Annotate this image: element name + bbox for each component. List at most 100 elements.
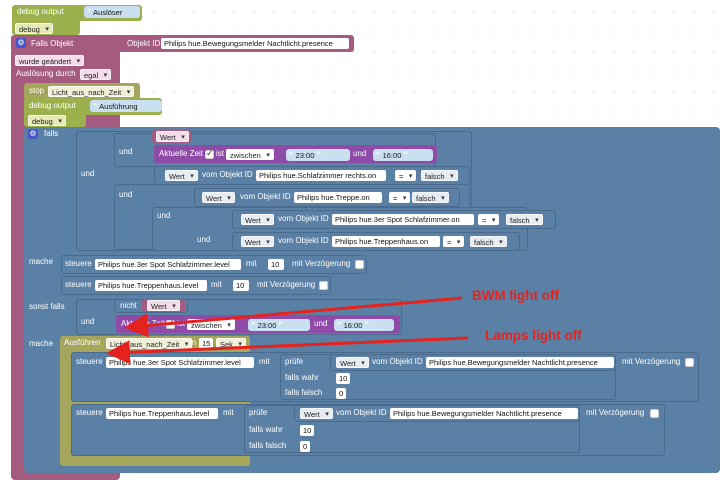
compare-false-dropdown-1[interactable]: falsch bbox=[421, 170, 458, 182]
check-true-label-2: falls wahr bbox=[249, 425, 283, 434]
control-label-2: steuere bbox=[65, 280, 92, 289]
trigger-label: Falls Objekt bbox=[31, 39, 74, 48]
trigger-condition-dropdown[interactable]: wurde geändert bbox=[15, 55, 85, 67]
check-false-label-2: falls falsch bbox=[249, 441, 287, 450]
time-to-string-2[interactable]: “ 16:00 ” bbox=[334, 319, 394, 331]
check-oid-field-1[interactable]: Philips hue.Bewegungsmelder Nachtlicht.p… bbox=[426, 357, 614, 368]
check-label-2: prüfe bbox=[249, 408, 268, 417]
run-after-label: Ausführen bbox=[64, 338, 101, 347]
state-oid-field-4[interactable]: Philips hue.Treppenhaus.on bbox=[332, 236, 440, 247]
control-delay-checkbox-3[interactable] bbox=[685, 358, 694, 367]
and-label-4: und bbox=[197, 235, 211, 244]
state-value-dropdown-2[interactable]: Wert bbox=[202, 192, 235, 204]
control-oid-field-1[interactable]: Philips hue.3er Spot Schlafzimmer.level bbox=[95, 259, 241, 270]
debug-level-dropdown[interactable]: debug bbox=[15, 23, 53, 35]
trigger-value-dropdown[interactable]: Wert bbox=[156, 131, 189, 143]
control-delay-checkbox-1[interactable] bbox=[355, 260, 364, 269]
do-label-2: mache bbox=[29, 339, 54, 348]
time-and-label-1: und bbox=[353, 149, 367, 158]
check-false-field-2[interactable]: 0 bbox=[300, 441, 310, 452]
annotation-bwm-light-off: BWM light off bbox=[472, 288, 559, 303]
check-oid-field-2[interactable]: Philips hue.Bewegungsmelder Nachtlicht.p… bbox=[390, 408, 578, 419]
control-value-field-2[interactable]: 10 bbox=[233, 280, 249, 291]
trigger-by-dropdown[interactable]: egal bbox=[80, 69, 112, 81]
else-if-label: sonst falls bbox=[29, 302, 65, 311]
run-after-in-label: in bbox=[190, 338, 197, 347]
debug-text-value: Auslöser bbox=[93, 8, 123, 17]
time-and-label-2: und bbox=[314, 319, 328, 328]
compare-false-dropdown-3[interactable]: falsch bbox=[506, 214, 543, 226]
if-label: falls bbox=[44, 129, 59, 138]
current-time-operator-dropdown-1[interactable]: zwischen bbox=[226, 149, 274, 161]
stop-timer-dropdown[interactable]: Licht_aus_nach_Zeit bbox=[48, 86, 135, 98]
control-oid-field-2[interactable]: Philips hue.Treppenhaus.level bbox=[95, 280, 207, 291]
control-with-label-3: mit bbox=[259, 357, 270, 366]
control-value-field-1[interactable]: 10 bbox=[268, 259, 284, 270]
state-oid-field-1[interactable]: Philips hue.Schlafzimmer rechts.on bbox=[256, 170, 386, 181]
and-label-3: und bbox=[157, 211, 171, 220]
annotation-lamps-light-off: Lamps light off bbox=[485, 328, 582, 343]
trigger-gear-icon[interactable]: ⚙ bbox=[16, 38, 26, 48]
check-value-dropdown-2[interactable]: Wert bbox=[300, 408, 333, 420]
compare-operator-dropdown-4[interactable]: = bbox=[443, 236, 465, 248]
check-true-label-1: falls wahr bbox=[285, 373, 319, 382]
arrow-bwm-light-off bbox=[124, 296, 463, 338]
check-true-field-2[interactable]: 10 bbox=[300, 425, 314, 436]
debug-text-string[interactable]: “ Auslöser bbox=[84, 6, 140, 18]
run-after-value-field[interactable]: 15 bbox=[199, 338, 213, 349]
check-true-field-1[interactable]: 10 bbox=[336, 373, 350, 384]
control-delay-checkbox-2[interactable] bbox=[319, 281, 328, 290]
debug-output-label-2: debug output bbox=[29, 101, 76, 110]
debug-text-string-2[interactable]: “ Ausführung bbox=[90, 100, 162, 112]
debug-level-dropdown-2[interactable]: debug bbox=[28, 115, 66, 127]
time-from-string-1[interactable]: “ 23:00 ” bbox=[286, 149, 350, 161]
state-label-4: vom Objekt ID bbox=[278, 236, 329, 245]
current-time-is-label-1: ist bbox=[216, 149, 224, 158]
state-value-dropdown-1[interactable]: Wert bbox=[165, 170, 198, 182]
not-label: nicht bbox=[120, 301, 137, 310]
compare-false-dropdown-4[interactable]: falsch bbox=[470, 236, 507, 248]
trigger-object-id-field[interactable]: Philips hue.Bewegungsmelder Nachtlicht.p… bbox=[161, 38, 349, 49]
state-value-dropdown-3[interactable]: Wert bbox=[241, 214, 274, 226]
control-with-label-2: mit bbox=[211, 280, 222, 289]
compare-operator-dropdown-3[interactable]: = bbox=[478, 214, 500, 226]
time-to-value-2: 16:00 bbox=[343, 321, 363, 330]
control-delay-label-1: mit Verzögerung bbox=[292, 259, 351, 268]
time-from-value-1: 23:00 bbox=[295, 151, 315, 160]
compare-operator-dropdown-2[interactable]: = bbox=[389, 192, 411, 204]
state-label-3: vom Objekt ID bbox=[278, 214, 329, 223]
check-value-dropdown-1[interactable]: Wert bbox=[336, 357, 369, 369]
time-from-value-2: 23:00 bbox=[257, 321, 277, 330]
check-false-field-1[interactable]: 0 bbox=[336, 388, 346, 399]
current-time-label-1: Aktuelle Zeit bbox=[159, 149, 204, 158]
time-from-string-2[interactable]: “ 23:00 ” bbox=[248, 319, 310, 331]
compare-operator-dropdown-1[interactable]: = bbox=[395, 170, 417, 182]
control-delay-checkbox-4[interactable] bbox=[650, 409, 659, 418]
debug-text-value-2: Ausführung bbox=[99, 102, 138, 111]
and-label-2: und bbox=[119, 190, 133, 199]
time-to-value-1: 16:00 bbox=[382, 151, 402, 160]
if-gear-icon[interactable]: ⚙ bbox=[28, 129, 38, 139]
and-label-else: und bbox=[81, 317, 95, 326]
check-label-1: prüfe bbox=[285, 357, 304, 366]
state-oid-field-3[interactable]: Philips hue.3er Spot Schlafzimmer.on bbox=[332, 214, 474, 225]
control-delay-label-3: mit Verzögerung bbox=[622, 357, 681, 366]
check-state-label-2: vom Objekt ID bbox=[336, 408, 387, 417]
and-label-1: und bbox=[119, 147, 133, 156]
else-value-dropdown[interactable]: Wert bbox=[147, 300, 180, 312]
control-oid-field-3[interactable]: Philips hue.3er Spot Schlafzimmer.level bbox=[106, 357, 254, 368]
control-with-label-1: mit bbox=[246, 259, 257, 268]
state-oid-field-2[interactable]: Philips hue.Treppe.on bbox=[294, 192, 382, 203]
debug-output-label: debug output bbox=[17, 7, 64, 16]
state-value-dropdown-4[interactable]: Wert bbox=[241, 236, 274, 248]
control-label-3: steuere bbox=[76, 357, 103, 366]
current-time-checkbox-1[interactable] bbox=[205, 148, 214, 159]
compare-false-dropdown-2[interactable]: falsch bbox=[412, 192, 449, 204]
control-oid-field-4[interactable]: Philips hue.Treppenhaus.level bbox=[106, 408, 218, 419]
arrow-lamps-light-off bbox=[106, 336, 469, 365]
time-to-string-1[interactable]: “ 16:00 ” bbox=[373, 149, 433, 161]
control-label-4: steuere bbox=[76, 408, 103, 417]
state-label-2: vom Objekt ID bbox=[240, 192, 291, 201]
control-delay-label-2: mit Verzögerung bbox=[257, 280, 316, 289]
trigger-by-label: Auslösung durch bbox=[16, 69, 76, 78]
